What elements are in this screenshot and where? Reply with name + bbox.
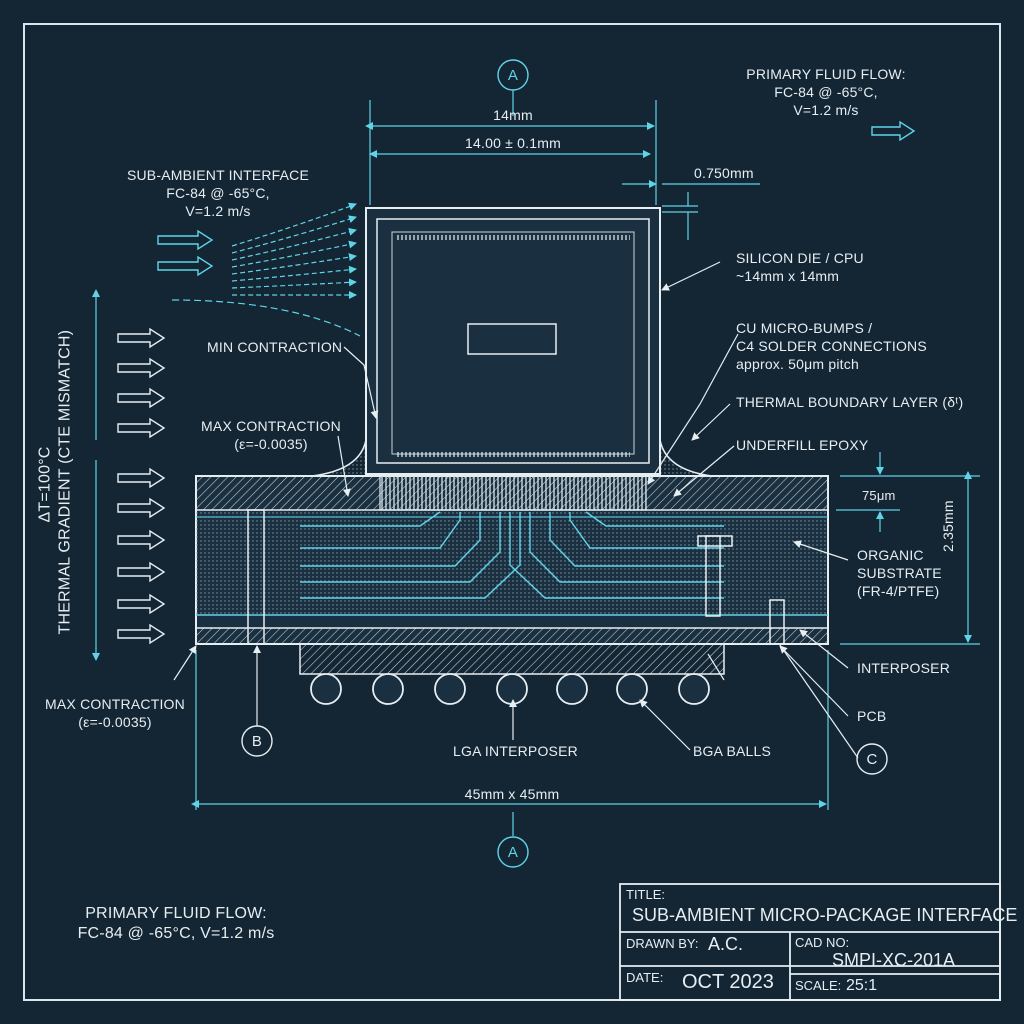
thermal-gradient-label: ΔT=100°C THERMAL GRADIENT (CTE MISMATCH): [36, 334, 77, 634]
sub-ambient-label: SUB-AMBIENT INTERFACE FC-84 @ -65°C, V=1…: [118, 167, 318, 221]
primary-flow-bottom-label: PRIMARY FLUID FLOW: FC-84 @ -65°C, V=1.2…: [56, 904, 296, 945]
underfill-label: UNDERFILL EPOXY: [736, 437, 868, 455]
primary-flow-top-label: PRIMARY FLUID FLOW: FC-84 @ -65°C, V=1.2…: [726, 66, 926, 120]
bga-ball: [617, 674, 647, 704]
bga-ball: [497, 674, 527, 704]
drawing-title: SUB-AMBIENT MICRO-PACKAGE INTERFACE: [632, 905, 1017, 926]
lga-interposer-label: LGA INTERPOSER: [453, 743, 578, 761]
substrate-height-dim: 2.35mm: [940, 500, 958, 552]
flow-streamline: [232, 269, 356, 281]
gradient-arrow: [118, 389, 164, 407]
silicon-die-label: SILICON DIE / CPU ~14mm x 14mm: [736, 250, 864, 286]
gradient-arrow: [118, 531, 164, 549]
max-contraction-mid-label: MAX CONTRACTION (ε=-0.0035): [196, 418, 346, 454]
gradient-arrow: [118, 563, 164, 581]
section-marker-left: B: [249, 732, 265, 751]
bga-ball: [557, 674, 587, 704]
date-value: OCT 2023: [682, 971, 774, 994]
gradient-arrow: [118, 359, 164, 377]
bga-ball: [679, 674, 709, 704]
title-label: TITLE:: [626, 887, 665, 902]
gradient-arrow: [118, 499, 164, 517]
drawn-by-value: A.C.: [708, 934, 743, 955]
thermal-boundary-label: THERMAL BOUNDARY LAYER (δᵗ): [736, 394, 963, 412]
bga-balls-label: BGA BALLS: [693, 743, 771, 761]
scale-value: 25:1: [846, 977, 877, 995]
bga-balls: [311, 674, 709, 704]
drawn-by-label: DRAWN BY:: [626, 936, 698, 951]
flow-streamline: [232, 243, 356, 267]
underfill-height-dim: 75μm: [862, 488, 896, 505]
cad-no-value: SMPI-XC-201A: [832, 950, 955, 971]
section-marker-right: C: [864, 750, 880, 769]
flow-streamline: [232, 230, 356, 260]
date-label: DATE:: [626, 970, 663, 985]
bga-ball: [373, 674, 403, 704]
bga-ball: [435, 674, 465, 704]
organic-substrate-label: ORGANIC SUBSTRATE (FR-4/PTFE): [857, 547, 942, 601]
lga-interposer: [300, 644, 724, 674]
package-width-dim: 45mm x 45mm: [432, 786, 592, 804]
interposer-label: INTERPOSER: [857, 660, 950, 678]
pcb-label: PCB: [857, 708, 886, 726]
cad-no-label: CAD NO:: [795, 935, 849, 950]
die-core-block: [468, 324, 556, 354]
interposer-layer: [196, 628, 828, 644]
micro-bumps-label: CU MICRO-BUMPS / C4 SOLDER CONNECTIONS a…: [736, 320, 927, 374]
section-marker-bottom: A: [505, 843, 521, 862]
gradient-arrow: [118, 329, 164, 347]
gradient-arrow: [118, 625, 164, 643]
micro-bump-array: [380, 474, 646, 510]
max-contraction-low-label: MAX CONTRACTION (ε=-0.0035): [40, 696, 190, 732]
die-width-tol-dim: 14.00 ± 0.1mm: [433, 135, 593, 153]
gradient-arrow: [118, 469, 164, 487]
min-contraction-label: MIN CONTRACTION: [207, 339, 342, 357]
flow-streamline: [232, 282, 356, 288]
thermal-gradient-arrows: [118, 329, 164, 643]
scale-label: SCALE:: [795, 978, 841, 993]
section-marker-top: A: [505, 66, 521, 85]
gradient-arrow: [118, 419, 164, 437]
die-thickness-dim: 0.750mm: [694, 165, 754, 183]
gradient-arrow: [118, 595, 164, 613]
die-width-dim: 14mm: [473, 107, 553, 125]
bga-ball: [311, 674, 341, 704]
